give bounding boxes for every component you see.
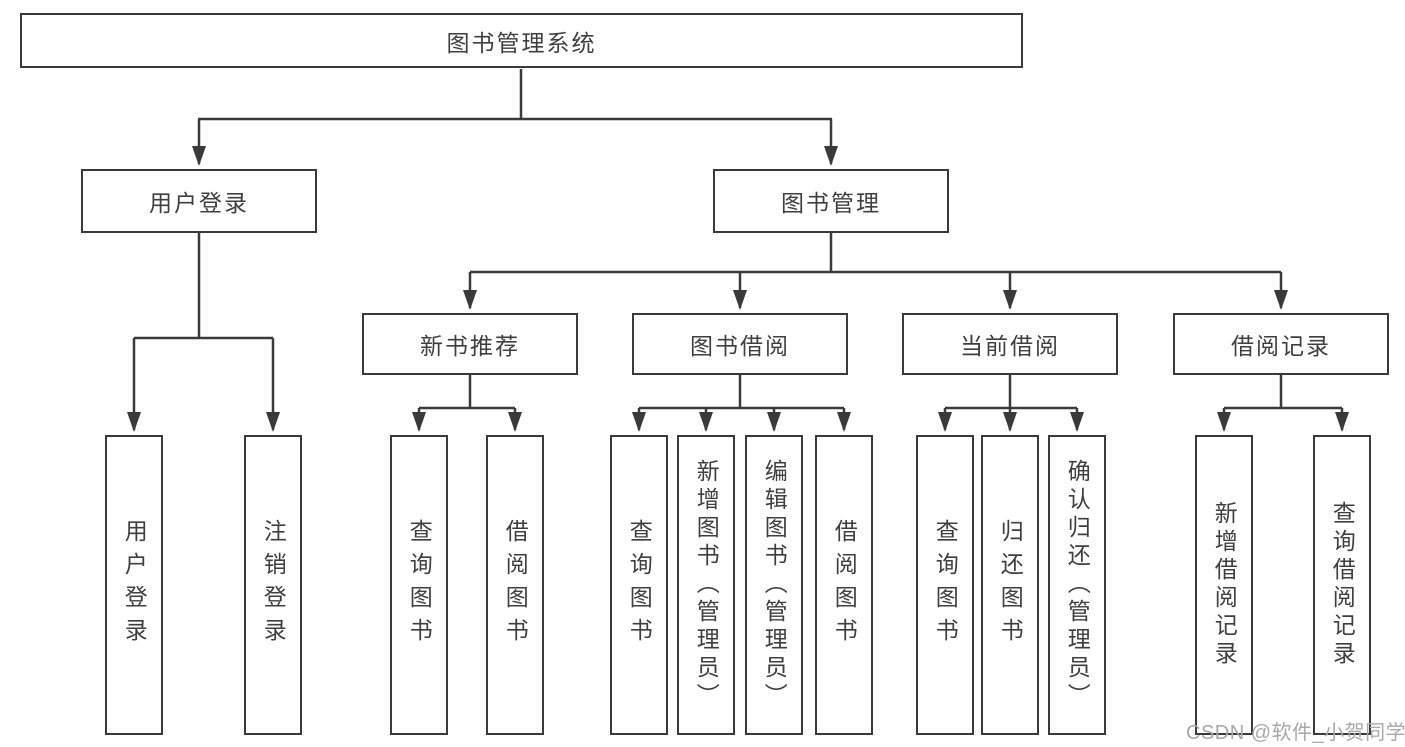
node-library-management-system: 图书管理系统: [20, 13, 1023, 68]
leaf-current-query-books: 查询图书: [916, 435, 974, 735]
leaf-borrowing-add-books-admin: 新增图书（管理员）: [677, 435, 735, 735]
csdn-watermark: CSDN @软件_小贺同学: [1186, 722, 1405, 744]
leaf-borrowing-query-books: 查询图书: [610, 435, 668, 735]
leaf-current-return-books: 归还图书: [981, 435, 1039, 735]
node-label: 查询图书: [626, 519, 653, 651]
node-label: 查询图书: [406, 519, 433, 651]
leaf-user-login: 用户登录: [105, 435, 163, 735]
leaf-logout: 注销登录: [244, 435, 302, 735]
node-label: 图书管理: [781, 190, 881, 216]
node-label: 当前借阅: [960, 333, 1060, 359]
node-label: 查询借阅记录: [1329, 501, 1356, 669]
node-label: 查询图书: [932, 519, 959, 651]
node-label: 编辑图书（管理员）: [761, 459, 788, 711]
node-label: 新增图书（管理员）: [693, 459, 720, 711]
leaf-newbook-borrow-books: 借阅图书: [486, 435, 544, 735]
node-book-management: 图书管理: [713, 169, 949, 233]
node-label: 图书借阅: [690, 333, 790, 359]
node-user-login: 用户登录: [81, 169, 317, 233]
node-borrowing-records: 借阅记录: [1173, 313, 1389, 375]
node-label: 借阅图书: [831, 519, 858, 651]
leaf-borrowing-borrow-books: 借阅图书: [815, 435, 873, 735]
leaf-current-confirm-return-admin: 确认归还（管理员）: [1048, 435, 1106, 735]
node-label: 确认归还（管理员）: [1064, 459, 1091, 711]
node-label: 用户登录: [121, 519, 148, 651]
leaf-borrowing-edit-books-admin: 编辑图书（管理员）: [745, 435, 803, 735]
node-label: 新书推荐: [420, 333, 520, 359]
leaf-newbook-query-books: 查询图书: [390, 435, 448, 735]
leaf-records-query-borrow-record: 查询借阅记录: [1313, 435, 1371, 735]
node-label: 归还图书: [997, 519, 1024, 651]
node-label: 借阅图书: [502, 519, 529, 651]
node-current-borrowing: 当前借阅: [902, 313, 1118, 375]
node-new-book-recommend: 新书推荐: [362, 313, 578, 375]
node-label: 注销登录: [260, 519, 287, 651]
node-label: 借阅记录: [1231, 333, 1331, 359]
node-label: 图书管理系统: [446, 29, 597, 56]
leaf-records-add-borrow-record: 新增借阅记录: [1195, 435, 1253, 735]
node-book-borrowing: 图书借阅: [632, 313, 848, 375]
node-label: 新增借阅记录: [1211, 501, 1238, 669]
node-label: 用户登录: [149, 190, 249, 216]
